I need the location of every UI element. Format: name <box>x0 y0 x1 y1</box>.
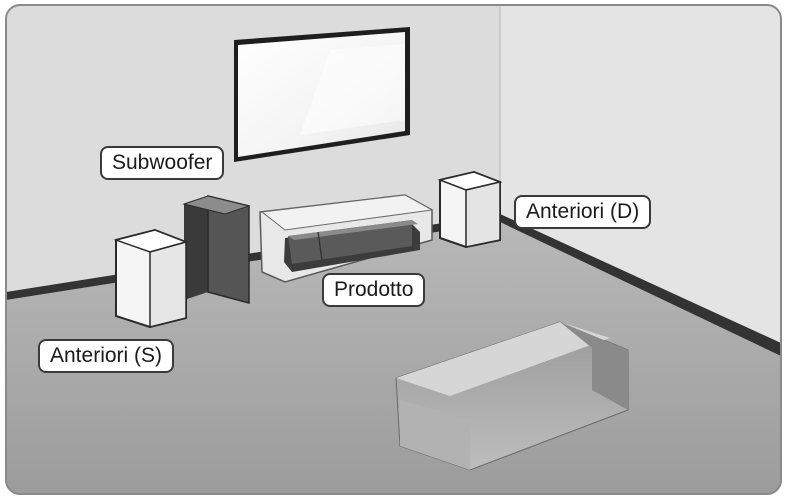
front-right-label: Anteriori (D) <box>514 195 652 229</box>
subwoofer-speaker <box>182 195 251 304</box>
illustration-frame <box>5 4 782 495</box>
sofa <box>395 321 629 471</box>
baseboard-right <box>500 214 781 356</box>
front-left-label: Anteriori (S) <box>38 339 175 373</box>
product-label: Prodotto <box>322 273 426 307</box>
tv-screen <box>234 27 410 162</box>
subwoofer-label: Subwoofer <box>100 146 225 180</box>
soundbar <box>288 220 418 264</box>
front-right-speaker <box>437 170 503 249</box>
right-wall <box>500 5 781 350</box>
front-left-speaker <box>113 228 189 329</box>
